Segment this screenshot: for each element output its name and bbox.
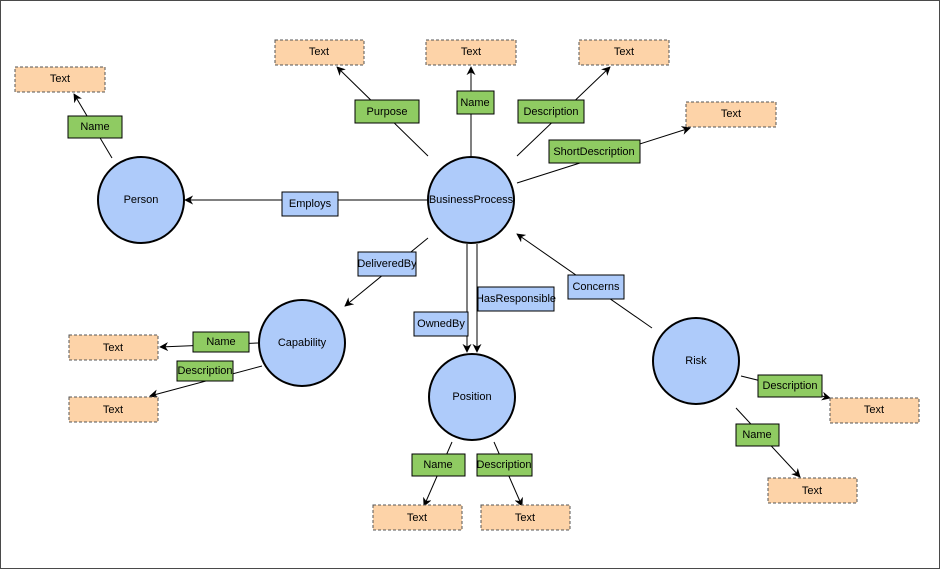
relation-label-employs-text: Employs bbox=[289, 198, 332, 210]
attribute-label-capability-description-text: Description bbox=[177, 365, 232, 377]
node-business-process[interactable]: BusinessProcess bbox=[427, 156, 515, 244]
value-box-position-description-text: Text bbox=[515, 512, 535, 524]
edges bbox=[73, 66, 831, 507]
attribute-label-bp-description[interactable]: Description bbox=[517, 99, 585, 124]
attribute-label-position-name-text: Name bbox=[423, 459, 452, 471]
value-box-capability-name-text: Text bbox=[103, 342, 123, 354]
value-box-person-name-text: Text bbox=[50, 73, 70, 85]
node-position[interactable]: Position bbox=[428, 353, 516, 441]
value-box-risk-name-text: Text bbox=[802, 485, 822, 497]
value-box-bp-name[interactable]: Text bbox=[425, 39, 517, 66]
attribute-label-position-description-text: Description bbox=[476, 459, 531, 471]
attribute-label-bp-name-text: Name bbox=[460, 97, 489, 109]
relation-label-delivered-by[interactable]: DeliveredBy bbox=[357, 251, 417, 277]
value-box-bp-shortdescription[interactable]: Text bbox=[685, 101, 777, 128]
value-box-bp-shortdescription-text: Text bbox=[721, 108, 741, 120]
value-box-position-name-text: Text bbox=[407, 512, 427, 524]
relation-label-concerns-text: Concerns bbox=[572, 281, 620, 293]
value-box-position-name[interactable]: Text bbox=[372, 504, 463, 531]
value-box-capability-description-text: Text bbox=[103, 404, 123, 416]
value-box-risk-description-text: Text bbox=[864, 404, 884, 416]
attribute-label-risk-description[interactable]: Description bbox=[757, 374, 823, 398]
value-box-risk-description[interactable]: Text bbox=[829, 397, 920, 424]
value-box-bp-purpose[interactable]: Text bbox=[274, 39, 365, 66]
attribute-label-bp-purpose-text: Purpose bbox=[367, 106, 408, 118]
attribute-label-person-name-text: Name bbox=[80, 121, 109, 133]
attribute-label-risk-name[interactable]: Name bbox=[735, 423, 780, 447]
attribute-label-risk-description-text: Description bbox=[762, 380, 817, 392]
attribute-label-capability-name-text: Name bbox=[206, 336, 235, 348]
relation-label-has-responsible-text: HasResponsible bbox=[476, 293, 556, 305]
relation-label-concerns[interactable]: Concerns bbox=[567, 274, 625, 300]
attribute-label-position-description[interactable]: Description bbox=[476, 453, 533, 477]
attribute-label-capability-description[interactable]: Description bbox=[176, 360, 234, 382]
node-business-process-label: BusinessProcess bbox=[429, 194, 514, 206]
attribute-label-person-name[interactable]: Name bbox=[67, 115, 123, 139]
attribute-label-risk-name-text: Name bbox=[742, 429, 771, 441]
value-box-bp-description-text: Text bbox=[614, 46, 634, 58]
node-capability[interactable]: Capability bbox=[258, 299, 346, 387]
node-capability-label: Capability bbox=[278, 337, 327, 349]
relation-label-employs[interactable]: Employs bbox=[281, 191, 339, 217]
relation-label-delivered-by-text: DeliveredBy bbox=[357, 258, 417, 270]
attribute-label-bp-description-text: Description bbox=[523, 106, 578, 118]
node-person-label: Person bbox=[124, 194, 159, 206]
value-box-position-description[interactable]: Text bbox=[480, 504, 571, 531]
node-risk-label: Risk bbox=[685, 355, 707, 367]
value-box-bp-description[interactable]: Text bbox=[578, 39, 670, 66]
relation-label-owned-by[interactable]: OwnedBy bbox=[413, 311, 469, 337]
node-person[interactable]: Person bbox=[97, 156, 185, 244]
value-box-capability-description[interactable]: Text bbox=[68, 396, 159, 423]
node-risk[interactable]: Risk bbox=[652, 317, 740, 405]
relation-label-owned-by-text: OwnedBy bbox=[417, 318, 465, 330]
attribute-label-capability-name[interactable]: Name bbox=[192, 331, 250, 353]
value-box-capability-name[interactable]: Text bbox=[68, 334, 159, 361]
attribute-label-bp-shortdescription[interactable]: ShortDescription bbox=[548, 139, 641, 164]
attribute-label-position-name[interactable]: Name bbox=[411, 453, 466, 477]
attribute-label-bp-shortdescription-text: ShortDescription bbox=[553, 146, 634, 158]
value-box-bp-name-text: Text bbox=[461, 46, 481, 58]
value-box-bp-purpose-text: Text bbox=[309, 46, 329, 58]
attribute-label-bp-purpose[interactable]: Purpose bbox=[354, 99, 420, 124]
relation-label-has-responsible[interactable]: HasResponsible bbox=[476, 286, 556, 312]
value-box-person-name[interactable]: Text bbox=[14, 66, 106, 93]
attribute-label-bp-name[interactable]: Name bbox=[456, 90, 495, 115]
node-position-label: Position bbox=[452, 391, 491, 403]
value-box-risk-name[interactable]: Text bbox=[767, 477, 858, 504]
